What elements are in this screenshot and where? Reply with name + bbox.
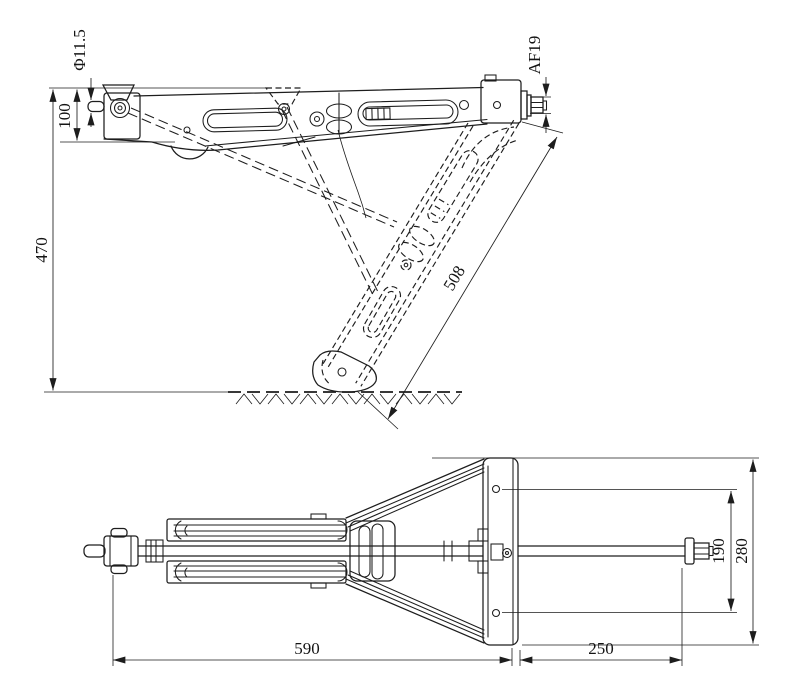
dim-250-label: 250 bbox=[588, 639, 614, 658]
pivot-boss bbox=[371, 523, 384, 580]
arm-slot-left bbox=[202, 107, 288, 133]
arm-slot-right bbox=[357, 99, 459, 127]
foot-pad bbox=[312, 350, 377, 393]
thrust-washer bbox=[684, 537, 695, 565]
pin-boss bbox=[109, 97, 131, 119]
crank-handle-phantom bbox=[49, 87, 398, 296]
screw-rod bbox=[137, 537, 714, 565]
cable-line bbox=[337, 129, 367, 219]
main-arm bbox=[87, 74, 548, 160]
side-view-dimensions: 470 100 Φ11.5 AF19 508 bbox=[32, 29, 564, 430]
clevis-block bbox=[103, 92, 141, 140]
clevis-end bbox=[83, 527, 139, 575]
side-view: 470 100 Φ11.5 AF19 508 bbox=[32, 29, 564, 430]
crank-pin bbox=[87, 100, 105, 113]
dim-100-label: 100 bbox=[55, 103, 74, 129]
crank-funnel bbox=[101, 84, 135, 101]
phantom-funnel bbox=[264, 87, 302, 105]
clevis-pin-bottom bbox=[110, 564, 128, 575]
dim-hex-label: AF19 bbox=[525, 36, 544, 75]
leg-slot-lower bbox=[362, 285, 402, 339]
ground-hatch bbox=[235, 393, 461, 405]
leg-extended bbox=[312, 119, 520, 393]
pivot-head bbox=[480, 79, 522, 124]
a-frame-legs bbox=[345, 458, 485, 644]
dim-pin-diameter-label: Φ11.5 bbox=[70, 29, 89, 71]
mount-hole-bottom bbox=[491, 608, 501, 618]
ground-line bbox=[44, 391, 462, 405]
mounting-plate bbox=[477, 457, 519, 646]
bottom-view-dimensions: 590 250 190 280 bbox=[112, 457, 759, 666]
dim-470-label: 470 bbox=[32, 237, 51, 263]
mount-hole-top bbox=[491, 484, 501, 494]
pivot-boss bbox=[358, 525, 371, 578]
hex-drive-end bbox=[693, 542, 710, 560]
clevis-pin-top bbox=[110, 527, 128, 538]
bottom-view: 590 250 190 280 bbox=[83, 457, 759, 666]
hex-nut bbox=[530, 96, 544, 114]
dim-508-label: 508 bbox=[440, 262, 469, 294]
dim-590-label: 590 bbox=[294, 639, 320, 658]
dim-190-label: 190 bbox=[709, 538, 728, 564]
dim-280-label: 280 bbox=[732, 538, 751, 564]
arm-channels bbox=[166, 513, 348, 589]
clevis-body bbox=[103, 535, 139, 567]
roller-arc bbox=[170, 145, 209, 160]
center-hub bbox=[349, 520, 396, 582]
